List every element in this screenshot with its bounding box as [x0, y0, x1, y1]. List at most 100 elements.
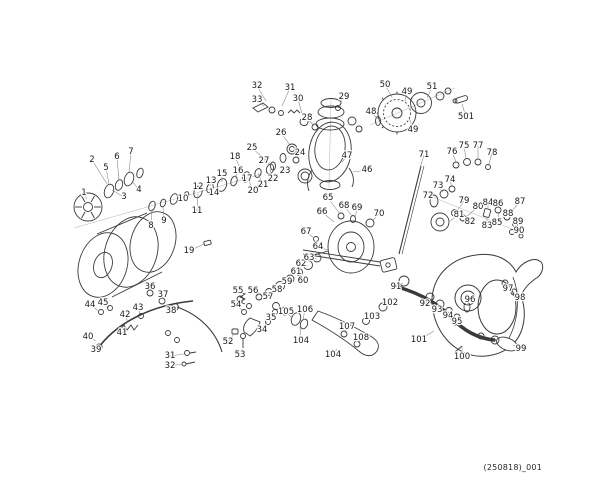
drag-knob-drawing: [73, 167, 144, 222]
leader-line: [237, 290, 243, 295]
leader-line: [256, 99, 265, 107]
leader-line: [462, 219, 471, 223]
leader-line: [465, 206, 479, 218]
leader-line: [137, 307, 141, 315]
leader-line: [209, 180, 212, 187]
part-number-label: 11: [192, 206, 203, 216]
part-number-label: 65: [323, 193, 334, 203]
leader-line: [161, 294, 164, 300]
bail-wire-drawing: [95, 289, 223, 367]
leader-line: [299, 326, 302, 342]
part-number-label: 12: [193, 182, 204, 192]
leader-line: [251, 147, 269, 163]
part-number-label: 66: [317, 207, 328, 217]
part-number-label: 21: [258, 180, 269, 190]
part-number-label: 38: [166, 306, 177, 316]
leader-line: [188, 243, 205, 252]
part-number-label: 108: [353, 333, 369, 343]
part-number-label: 29: [339, 92, 350, 102]
part-number-label: 40: [83, 332, 94, 342]
leader-line: [496, 212, 500, 224]
leader-line: [352, 169, 368, 173]
rotor-top-parts-drawing: [252, 98, 363, 171]
part-number-label: 75: [459, 141, 470, 151]
leader-line: [83, 192, 88, 200]
leader-line: [169, 363, 183, 367]
part-number-label: 27: [259, 156, 270, 166]
leader-line: [302, 309, 306, 320]
part-number-label: 104: [293, 336, 309, 346]
part-number-label: 81: [454, 210, 465, 220]
leader-line: [234, 170, 239, 179]
leader-line: [305, 231, 315, 239]
part-number-label: 32: [165, 361, 176, 371]
leader-line: [449, 179, 453, 188]
part-number-label: 64: [313, 242, 324, 252]
leader-line: [235, 304, 244, 312]
part-number-label: 79: [459, 196, 470, 206]
leader-line: [427, 195, 434, 200]
leader-line: [371, 213, 380, 222]
part-number-label: 42: [120, 310, 131, 320]
leader-line: [261, 321, 268, 331]
part-number-label: 26: [276, 128, 287, 138]
part-number-label: 100: [454, 352, 470, 362]
leader-line: [357, 337, 362, 344]
part-number-label: 3: [121, 192, 126, 202]
leader-line: [128, 151, 132, 173]
part-number-label: 98: [515, 293, 526, 303]
part-number-label: 49: [408, 125, 419, 135]
part-number-label: 62: [296, 259, 307, 269]
leader-line: [285, 311, 292, 318]
leader-line: [343, 205, 353, 217]
part-number-label: 48: [366, 107, 377, 117]
part-number-label: 82: [465, 217, 476, 227]
part-number-label: 77: [473, 141, 484, 151]
part-number-label: 41: [117, 328, 128, 338]
part-number-label: 63: [304, 253, 315, 263]
part-number-label: 57: [263, 292, 274, 302]
leader-line: [197, 186, 200, 191]
part-number-label: 84: [483, 198, 494, 208]
leader-line: [102, 302, 110, 309]
part-number-label: 46: [362, 165, 373, 175]
part-number-label: 92: [420, 299, 431, 309]
leader-line: [282, 165, 286, 172]
part-number-label: 14: [209, 188, 220, 198]
leader-line: [252, 290, 259, 297]
leader-line: [247, 177, 254, 192]
part-number-label: 28: [302, 113, 313, 123]
leaders-layer: [83, 84, 522, 367]
leader-line: [461, 103, 467, 118]
leader-line: [150, 208, 153, 227]
part-number-label: 25: [247, 143, 258, 153]
part-number-label: 102: [382, 298, 398, 308]
leader-line: [257, 172, 264, 186]
leader-line: [116, 156, 120, 182]
part-number-label: 87: [515, 197, 526, 207]
part-number-label: 99: [516, 344, 527, 354]
part-number-label: 55: [233, 286, 244, 296]
part-number-label: 49: [402, 87, 413, 97]
leader-line: [463, 145, 467, 160]
leader-line: [451, 151, 457, 163]
part-number-label: 88: [503, 209, 514, 219]
part-number-label: 72: [423, 191, 434, 201]
leader-line: [513, 230, 520, 233]
part-number-label: 73: [433, 181, 444, 191]
part-number-label: 30: [293, 94, 304, 104]
part-number-label: 22: [268, 174, 279, 184]
drive-gear-drawing: [238, 212, 375, 305]
leader-line: [124, 314, 129, 323]
part-number-label: 104: [325, 350, 341, 360]
part-number-label: 36: [145, 282, 156, 292]
leader-line: [297, 98, 303, 115]
part-number-label: 105: [278, 307, 294, 317]
part-number-label: 95: [452, 317, 463, 327]
leader-line: [227, 333, 235, 343]
leader-line: [341, 155, 348, 163]
body-housing-drawing: [431, 253, 544, 357]
leader-line: [384, 84, 393, 98]
leader-line: [95, 345, 104, 351]
